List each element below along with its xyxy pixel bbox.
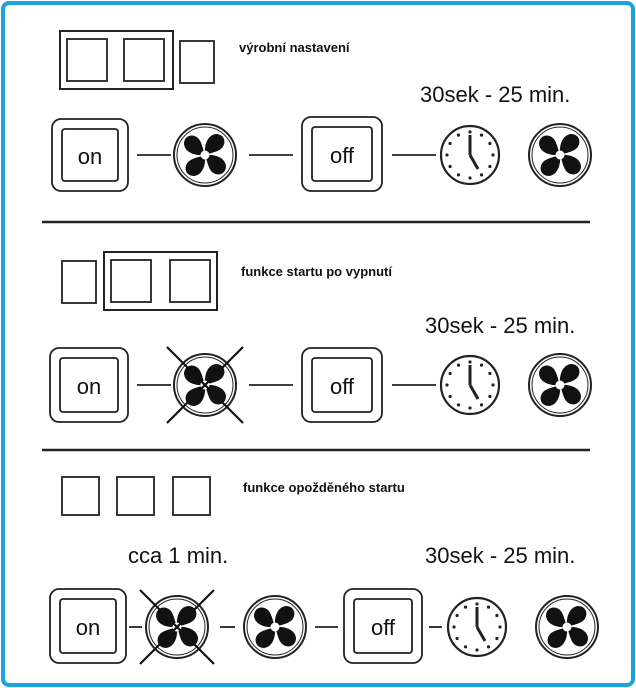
timer-clock-icon	[446, 596, 508, 658]
off-button: off	[301, 116, 383, 192]
off-button-label: off	[371, 615, 396, 640]
off-button: off	[343, 588, 423, 664]
fan-running-icon	[173, 123, 237, 187]
time-range-label: 30sek - 25 min.	[425, 543, 575, 568]
dip-switch-block	[61, 251, 218, 311]
dip-switch-block	[59, 30, 215, 90]
fan-disabled-icon	[166, 346, 244, 424]
fan-disabled-icon	[139, 589, 215, 665]
on-button: on	[51, 118, 129, 192]
on-button: on	[49, 588, 127, 664]
on-button-label: on	[76, 615, 100, 640]
off-button-label: off	[330, 143, 355, 168]
delay-label: cca 1 min.	[128, 543, 228, 568]
timer-clock-icon	[439, 354, 501, 416]
on-button: on	[49, 347, 129, 423]
on-button-label: on	[78, 144, 102, 169]
section-delayed-start: funkce opožděného startu cca 1 min. 30se…	[49, 476, 599, 665]
switch-group-frame	[103, 251, 218, 311]
switch-2-box	[116, 476, 155, 516]
section-factory-setting: výrobní nastavení 30sek - 25 min. on off	[51, 30, 592, 192]
time-range-label: 30sek - 25 min.	[420, 82, 570, 107]
cross-out-mark	[166, 346, 244, 424]
dip-switch-block	[61, 476, 211, 516]
off-button-label: off	[330, 374, 355, 399]
section-start-after-off: funkce startu po vypnutí 30sek - 25 min.…	[49, 251, 592, 424]
switch-group-frame	[59, 30, 174, 90]
switch-2-box	[110, 259, 152, 303]
cross-out-mark	[139, 589, 215, 665]
switch-3-box	[179, 40, 215, 84]
section-caption: výrobní nastavení	[239, 40, 350, 55]
switch-3-box	[172, 476, 211, 516]
switch-3-box	[169, 259, 211, 303]
on-button-label: on	[77, 374, 101, 399]
switch-1-box	[61, 260, 97, 304]
section-caption: funkce opožděného startu	[243, 480, 405, 495]
fan-running-icon	[528, 123, 592, 187]
time-range-label: 30sek - 25 min.	[425, 313, 575, 338]
fan-running-icon	[243, 595, 307, 659]
switch-1-box	[61, 476, 100, 516]
switch-1-box	[66, 38, 108, 82]
fan-running-icon	[528, 353, 592, 417]
switch-2-box	[123, 38, 165, 82]
timer-clock-icon	[439, 124, 501, 186]
off-button: off	[301, 347, 383, 423]
fan-running-icon	[535, 595, 599, 659]
section-caption: funkce startu po vypnutí	[241, 264, 392, 279]
